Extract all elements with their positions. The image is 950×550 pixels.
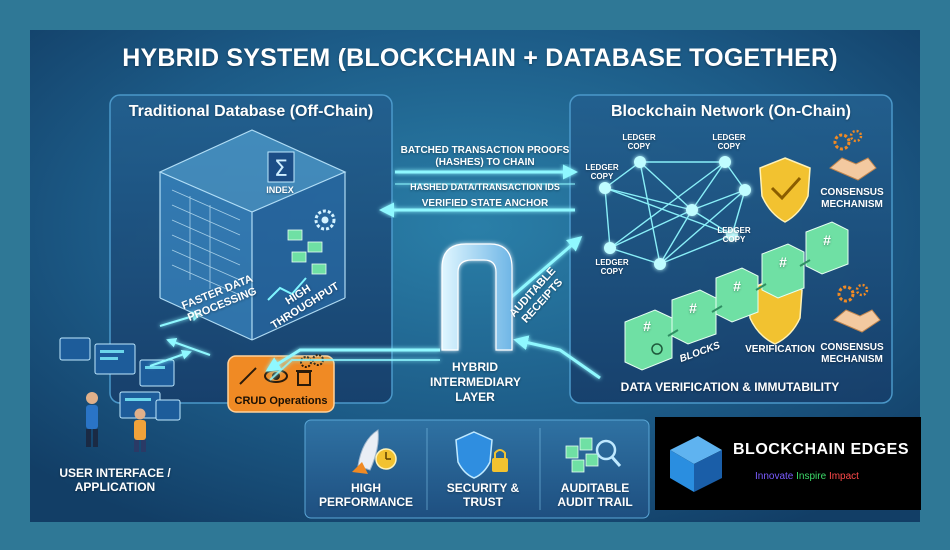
feature-high-performance: HIGH PERFORMANCE <box>318 481 413 509</box>
verification-label: VERIFICATION <box>745 344 815 355</box>
feature-audit-trail: AUDITABLE AUDIT TRAIL <box>557 481 633 509</box>
chain-panel-title: Blockchain Network (On-Chain) <box>610 103 852 120</box>
svg-text:Σ: Σ <box>274 157 288 182</box>
page-title: HYBRID SYSTEM (BLOCKCHAIN + DATABASE TOG… <box>122 44 838 72</box>
ledger-copy-label: LEDGER COPY <box>622 133 656 151</box>
verification-shield-icon <box>747 277 803 345</box>
crud-icons <box>239 354 324 386</box>
chain-footer-label: DATA VERIFICATION & IMMUTABILITY <box>620 380 840 394</box>
crud-label: CRUD Operations <box>234 395 328 407</box>
tagline-inspire: Inspire <box>796 471 827 482</box>
feature-security-trust: SECURITY & TRUST <box>446 481 520 509</box>
shield-lock-icon <box>455 431 508 479</box>
block-links <box>667 259 811 337</box>
rocket-icon <box>352 429 397 474</box>
logo-name: BLOCKCHAIN EDGES <box>733 441 910 458</box>
block <box>671 289 717 345</box>
db-panel-title: Traditional Database (Off-Chain) <box>128 103 374 120</box>
consensus-label-bottom: CONSENSUS MECHANISM <box>820 342 884 365</box>
intermediary-label: HYBRID INTERMEDIARY LAYER <box>430 360 521 404</box>
user-interface-icon <box>59 337 181 452</box>
ledger-copy-label: LEDGER COPY <box>717 226 751 244</box>
batched-arrow-label: BATCHED TRANSACTION PROOFS (HASHES) TO C… <box>400 145 570 168</box>
blockchain-network <box>604 161 746 265</box>
database-cube-icon: Σ <box>158 129 347 341</box>
block-chain-icon <box>624 221 849 371</box>
block <box>805 221 849 275</box>
top-arrows <box>379 164 578 218</box>
consensus-label-top: CONSENSUS MECHANISM <box>820 187 884 210</box>
block <box>761 243 805 299</box>
handshake-gear-icon-top <box>829 129 877 181</box>
network-nodes <box>599 156 751 270</box>
block-hash-symbol: # <box>643 318 651 334</box>
logo-tagline: Innovate Inspire Impact <box>755 471 859 482</box>
intermediary-arrows <box>149 236 601 381</box>
audit-cubes-icon <box>565 437 622 473</box>
tagline-impact: Impact <box>828 471 859 482</box>
ledger-copy-label: LEDGER COPY <box>595 258 629 276</box>
verified-arrow-label: VERIFIED STATE ANCHOR <box>421 198 549 209</box>
block <box>624 309 673 371</box>
clock-icon <box>651 343 663 355</box>
hashed-arrow-label: HASHED DATA/TRANSACTION IDS <box>410 182 560 192</box>
index-label: INDEX <box>266 185 294 195</box>
intermediary-gateway-icon <box>441 243 513 351</box>
block-hash-symbol: # <box>823 232 831 248</box>
tagline-innovate: Innovate <box>755 471 794 482</box>
consensus-shield-icon <box>759 157 811 223</box>
handshake-gear-icon-bottom <box>833 283 881 333</box>
user-interface-label: USER INTERFACE / APPLICATION <box>59 466 171 494</box>
block <box>715 267 759 323</box>
ledger-copy-label: LEDGER COPY <box>585 163 619 181</box>
block-hash-symbol: # <box>733 278 741 294</box>
block-hash-symbol: # <box>779 254 787 270</box>
block-hash-symbol: # <box>689 300 697 316</box>
ledger-copy-label: LEDGER COPY <box>712 133 746 151</box>
logo-cube-icon <box>670 436 722 492</box>
